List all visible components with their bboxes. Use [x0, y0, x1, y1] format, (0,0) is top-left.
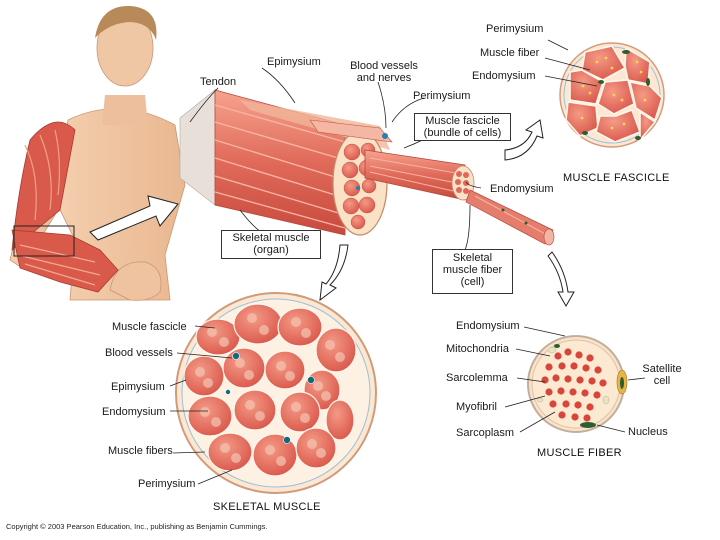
label-cs-epimysium: Epimysium [111, 381, 165, 393]
arm-zoom-box [13, 225, 75, 257]
skeletal-muscle-cross-section [175, 292, 377, 494]
label-fiber-myofibril: Myofibril [456, 401, 497, 413]
title-muscle-fiber: MUSCLE FIBER [537, 447, 622, 459]
label-fiber-endomysium: Endomysium [456, 320, 520, 332]
zoom-arrow-arm [89, 195, 179, 241]
label-fiber-mitochondria: Mitochondria [446, 343, 509, 355]
label-cs-endomysium: Endomysium [102, 406, 166, 418]
arrow-to-cross-section [319, 244, 349, 302]
label-fascicle-endomysium: Endomysium [472, 70, 536, 82]
label-cs-perimysium: Perimysium [138, 478, 196, 490]
label-endomysium-mid: Endomysium [490, 183, 554, 195]
muscle-fiber-cross-section [527, 335, 628, 433]
leader-lines [169, 39, 646, 485]
fascicle-cross-section [559, 42, 665, 148]
fiber-nucleus [580, 422, 596, 428]
label-satellite-line2: cell [653, 375, 671, 387]
label-fiber-satellite-cell: Satellite cell [640, 363, 684, 387]
label-blood-vessels-line1: Blood vessels [350, 60, 418, 72]
label-muscle-fascicle-line2: (bundle of cells) [423, 127, 502, 139]
label-blood-vessels-and-nerves: Blood vessels and nerves [344, 60, 424, 84]
arm-muscles [11, 121, 119, 293]
label-skeletal-muscle-fiber-cell: Skeletal muscle fiber (cell) [432, 252, 513, 288]
label-fiber-line3: (cell) [460, 276, 485, 288]
label-skeletal-muscle-line1: Skeletal muscle [232, 232, 310, 244]
title-muscle-fascicle: MUSCLE FASCICLE [563, 172, 670, 184]
label-muscle-fascicle-line1: Muscle fascicle [425, 115, 500, 127]
label-fiber-sarcoplasm: Sarcoplasm [456, 427, 515, 439]
label-skeletal-muscle-organ: Skeletal muscle (organ) [221, 232, 321, 256]
label-cs-blood-vessels: Blood vessels [105, 347, 173, 359]
title-skeletal-muscle: SKELETAL MUSCLE [213, 501, 321, 513]
label-perimysium-mid: Perimysium [413, 90, 471, 102]
label-blood-vessels-line2: and nerves [356, 72, 412, 84]
label-muscle-fascicle-callout: Muscle fascicle (bundle of cells) [414, 115, 511, 139]
copyright-notice: Copyright © 2003 Pearson Education, Inc.… [6, 522, 268, 531]
label-fiber-nucleus: Nucleus [628, 426, 668, 438]
fiber-nucleus-2 [554, 344, 560, 348]
label-tendon: Tendon [200, 76, 237, 88]
label-epimysium-top: Epimysium [267, 56, 321, 68]
label-skeletal-muscle-line2: (organ) [253, 244, 289, 256]
label-fascicle-muscle-fiber: Muscle fiber [480, 47, 540, 59]
label-fiber-line2: muscle fiber [442, 264, 503, 276]
label-cs-muscle-fibers: Muscle fibers [108, 445, 173, 457]
label-fiber-line1: Skeletal [452, 252, 493, 264]
skeletal-muscle-organ [179, 89, 393, 236]
label-cs-muscle-fascicle: Muscle fascicle [112, 321, 187, 333]
muscle-fiber-strand [465, 189, 555, 246]
arrow-to-fascicle-inset [504, 119, 544, 161]
muscle-fascicle-callout-box [414, 113, 511, 141]
muscle-fascicle [364, 149, 475, 201]
skeletal-muscle-callout-box [221, 230, 321, 259]
label-fascicle-perimysium: Perimysium [486, 23, 544, 35]
muscle-fiber-callout-box [432, 249, 513, 294]
label-fiber-sarcolemma: Sarcolemma [446, 372, 508, 384]
arrow-to-fiber-section [547, 251, 575, 308]
label-satellite-line1: Satellite [642, 363, 682, 375]
